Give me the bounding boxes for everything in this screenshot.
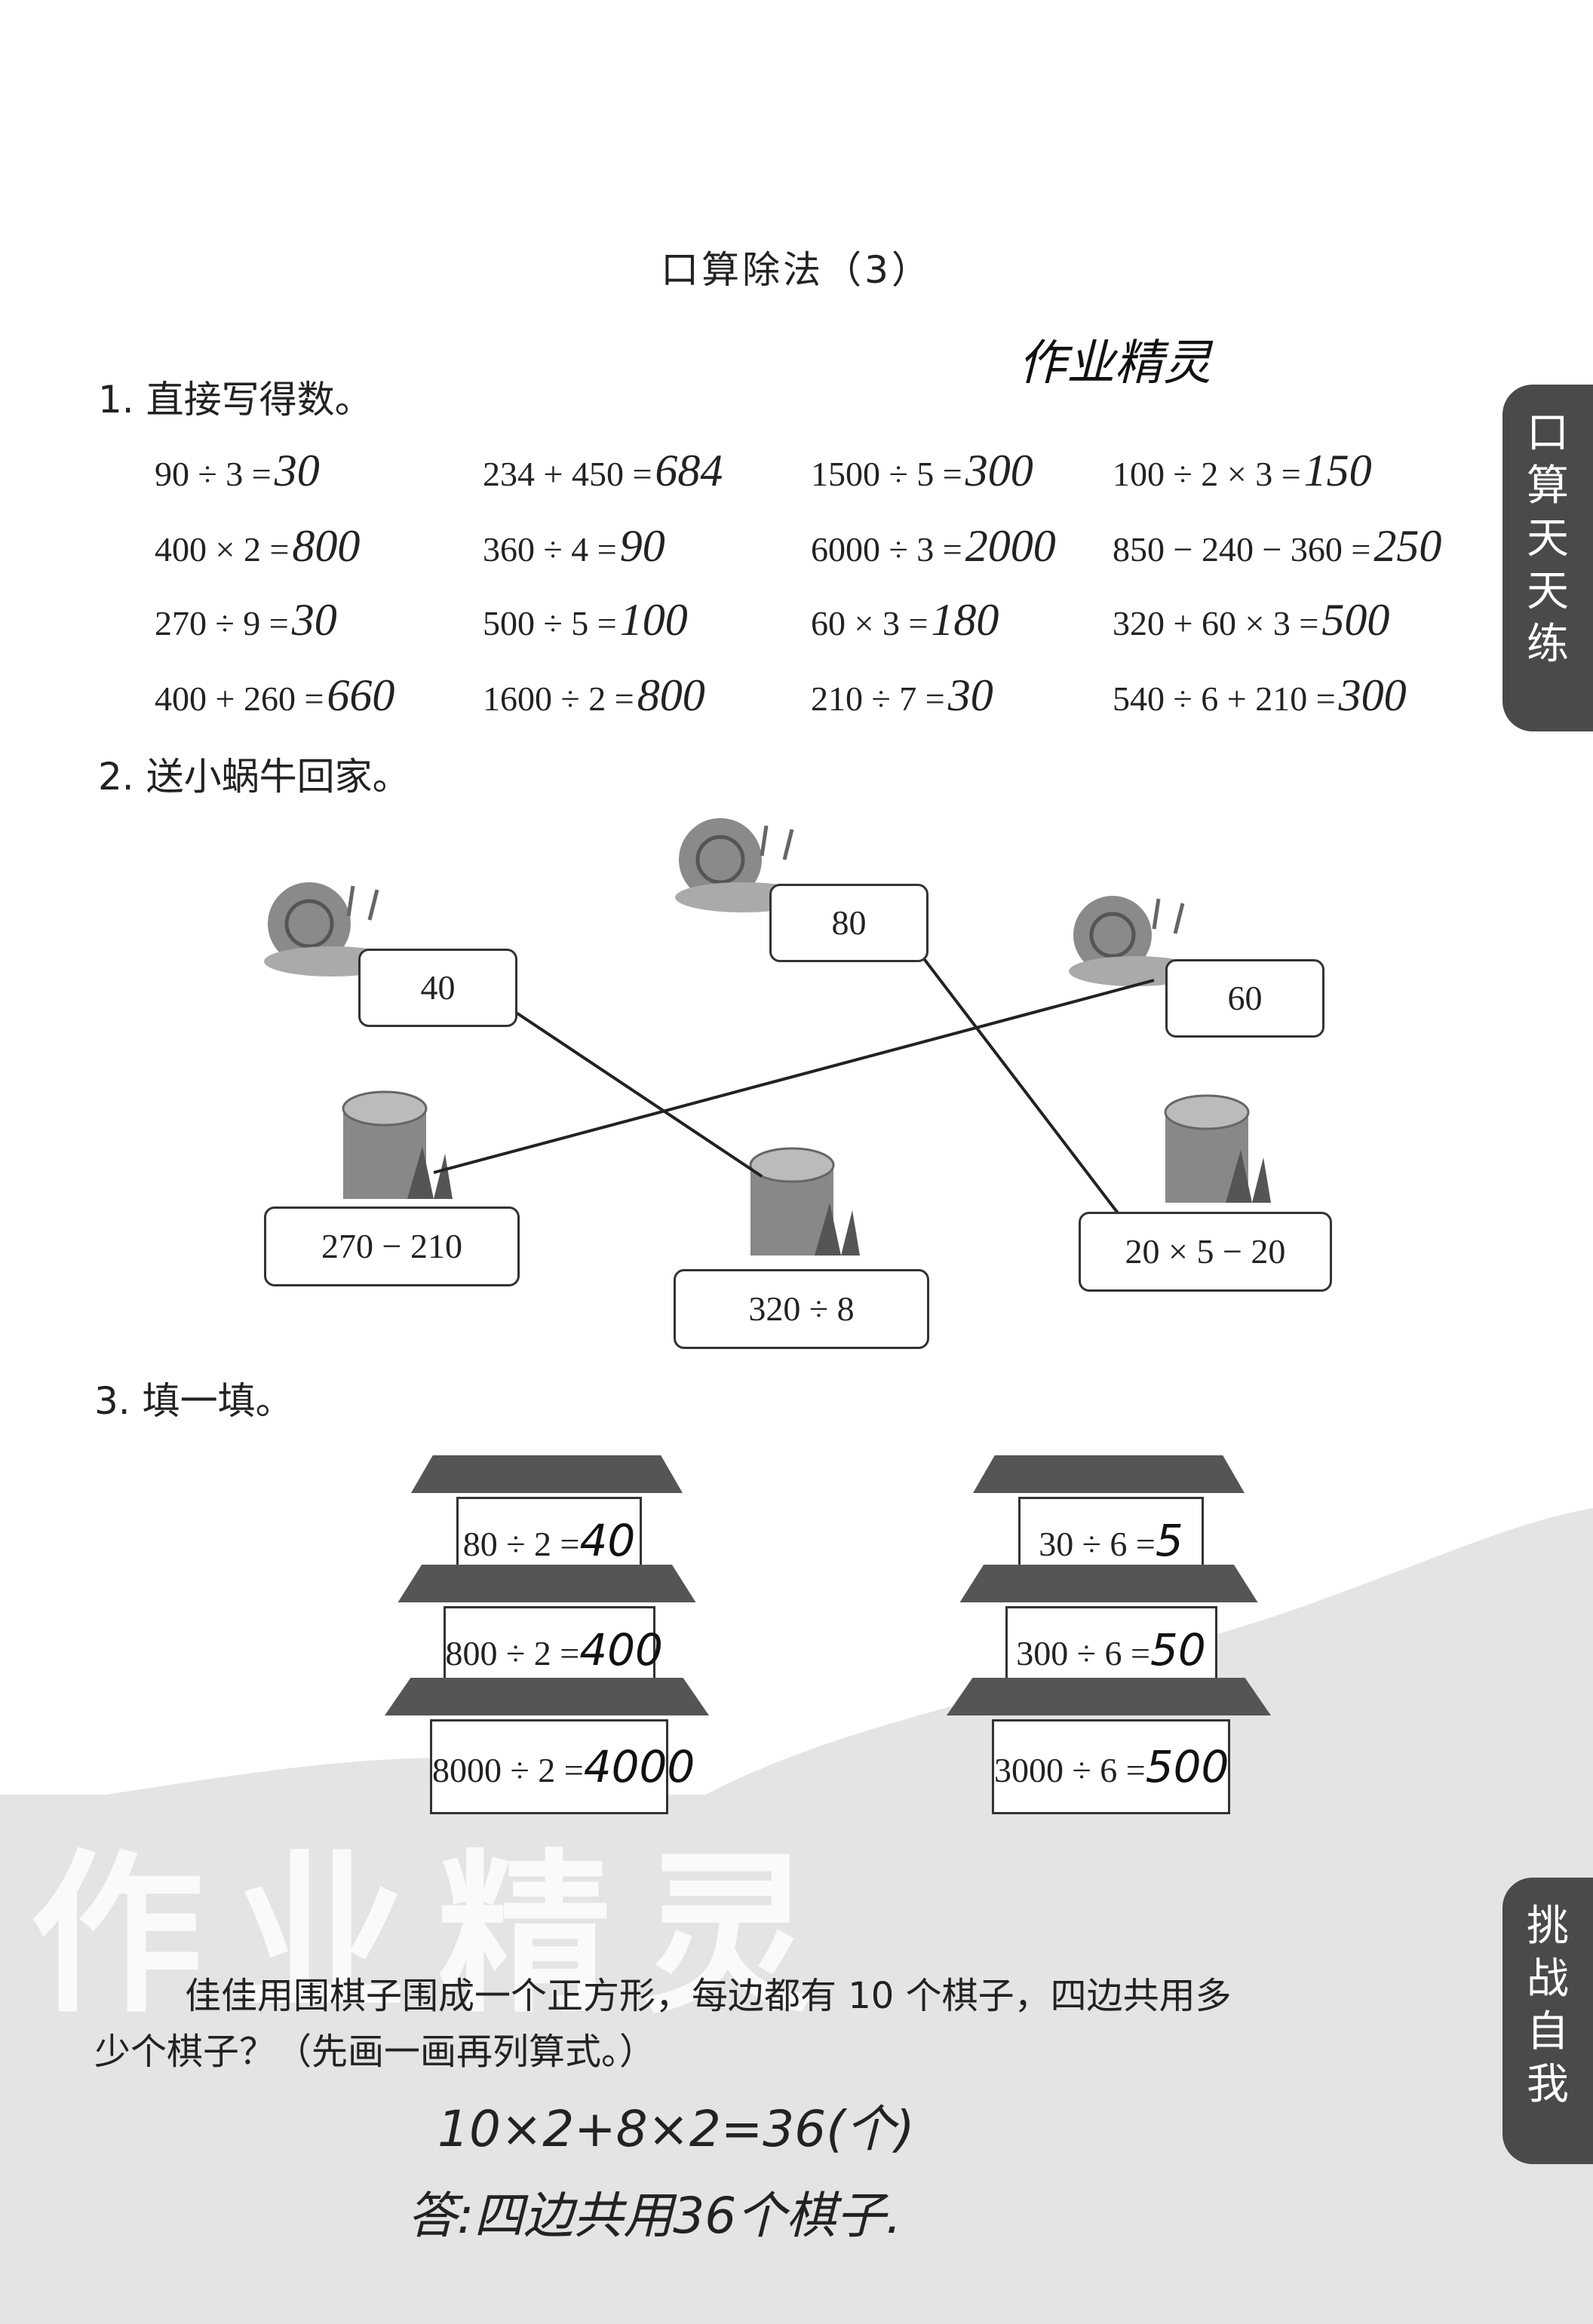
equation-answer: 5 — [1155, 1515, 1183, 1566]
equation-question: 3000 ÷ 6 = — [994, 1751, 1146, 1789]
equation-answer: 684 — [655, 446, 723, 495]
equation-question: 400 × 2 = — [155, 530, 290, 569]
equation-question: 210 ÷ 7 = — [811, 679, 945, 718]
equation-answer: 660 — [327, 670, 395, 720]
equation: 320 + 60 × 3 =500 — [1113, 594, 1389, 646]
equation: 1600 ÷ 2 =800 — [483, 670, 705, 722]
answer-statement: 答:四边共用36个棋子. — [407, 2187, 902, 2245]
equation-answer: 500 — [1145, 1741, 1229, 1792]
equation-answer: 30 — [291, 595, 337, 645]
section-3-heading: 3. 填一填。 — [94, 1379, 293, 1423]
equation: 60 × 3 =180 — [811, 594, 999, 646]
equation-answer: 500 — [1321, 595, 1390, 645]
equation: 850 − 240 − 360 =250 — [1113, 520, 1441, 572]
stump-icon — [1164, 1094, 1271, 1203]
handwritten-brand: 作业精灵 — [1018, 336, 1211, 391]
side-tab-challenge: 挑战自我 — [1502, 1878, 1593, 2164]
equation: 400 + 260 =660 — [155, 670, 394, 722]
equation-question: 500 ÷ 5 = — [483, 604, 617, 642]
equation-answer: 40 — [579, 1515, 636, 1566]
side-tab-label: 挑战自我 — [1527, 1902, 1569, 2109]
pagoda-roof — [397, 1565, 696, 1602]
equation: 270 ÷ 9 =30 — [155, 594, 337, 646]
equation: 234 + 450 =684 — [483, 445, 723, 497]
equation-question: 90 ÷ 3 = — [155, 455, 272, 493]
match-line — [433, 979, 1155, 1174]
equation-question: 6000 ÷ 3 = — [811, 530, 962, 569]
equation-question: 400 + 260 = — [155, 679, 324, 718]
challenge-line: 少个棋子？（先画一画再列算式。） — [94, 2031, 656, 2073]
pagoda-roof — [947, 1678, 1271, 1715]
equation: 1500 ÷ 5 =300 — [811, 445, 1033, 497]
equation-answer: 50 — [1149, 1624, 1206, 1676]
equation-question: 360 ÷ 4 = — [483, 530, 617, 569]
equation-answer: 30 — [947, 670, 993, 720]
equation-question: 30 ÷ 6 = — [1039, 1525, 1156, 1563]
equation-answer: 800 — [292, 521, 361, 571]
equation-question: 540 ÷ 6 + 210 = — [1113, 679, 1336, 718]
equation: 540 ÷ 6 + 210 =300 — [1113, 670, 1407, 722]
equation-question: 60 × 3 = — [811, 604, 928, 642]
pagoda-roof — [973, 1455, 1245, 1493]
match-line — [511, 1009, 763, 1178]
equation: 500 ÷ 5 =100 — [483, 594, 688, 646]
section-2-heading: 2. 送小蜗牛回家。 — [98, 755, 410, 799]
equation: 210 ÷ 7 =30 — [811, 670, 993, 722]
pagoda-roof — [959, 1565, 1258, 1602]
snail-label-box: 80 — [769, 884, 928, 962]
snail-label-box: 60 — [1165, 959, 1324, 1038]
equation: 6000 ÷ 3 =2000 — [811, 520, 1056, 572]
equation-answer: 300 — [965, 446, 1033, 495]
house-label-box: 270 − 210 — [264, 1206, 520, 1286]
snail-label-box: 40 — [358, 949, 517, 1027]
equation-question: 1500 ÷ 5 = — [811, 455, 962, 493]
equation: 360 ÷ 4 =90 — [483, 520, 665, 572]
equation-question: 80 ÷ 2 = — [462, 1525, 580, 1563]
equation-answer: 250 — [1374, 521, 1442, 571]
equation: 90 ÷ 3 =30 — [155, 445, 320, 497]
pagoda-floor: 3000 ÷ 6 =500 — [992, 1719, 1230, 1814]
equation-answer: 800 — [637, 670, 705, 720]
equation-answer: 2000 — [965, 521, 1056, 571]
challenge-line: 佳佳用围棋子围成一个正方形，每边都有 10 个棋子，四边共用多 — [185, 1975, 1232, 2017]
equation-question: 300 ÷ 6 = — [1016, 1634, 1150, 1672]
equation-question: 100 ÷ 2 × 3 = — [1113, 455, 1301, 493]
equation-answer: 150 — [1303, 446, 1372, 495]
equation-answer: 90 — [619, 521, 665, 571]
equation-answer: 100 — [619, 595, 688, 645]
equation-question: 850 − 240 − 360 = — [1113, 530, 1371, 569]
stump-icon — [342, 1090, 453, 1199]
equation: 100 ÷ 2 × 3 =150 — [1113, 445, 1372, 497]
watermark: 作业精灵 — [30, 1835, 845, 2037]
section-1-heading: 1. 直接写得数。 — [98, 378, 373, 422]
match-line — [919, 952, 1152, 1257]
answer-calculation: 10×2+8×2=36(个) — [437, 2100, 915, 2158]
house-label-box: 20 × 5 − 20 — [1079, 1212, 1332, 1292]
equation-question: 270 ÷ 9 = — [155, 604, 289, 642]
equation-answer: 30 — [274, 446, 320, 495]
challenge-question: 佳佳用围棋子围成一个正方形，每边都有 10 个棋子，四边共用多 少个棋子？（先画… — [94, 1968, 1482, 2080]
lower-gray-background — [0, 1795, 1593, 2324]
pagoda-floor: 8000 ÷ 2 =4000 — [430, 1719, 695, 1814]
side-tab-label: 口算天天练 — [1527, 409, 1569, 669]
equation-answer: 180 — [931, 595, 999, 645]
equation-answer: 400 — [579, 1624, 663, 1676]
side-tab-daily-practice: 口算天天练 — [1502, 385, 1593, 731]
equation-question: 1600 ÷ 2 = — [483, 679, 634, 718]
page-title: 口算除法（3） — [661, 248, 932, 292]
equation-question: 234 + 450 = — [483, 455, 652, 493]
equation-question: 320 + 60 × 3 = — [1113, 604, 1319, 642]
equation-answer: 4000 — [583, 1741, 695, 1792]
stump-icon — [749, 1147, 860, 1256]
equation-answer: 300 — [1338, 670, 1407, 720]
equation-question: 8000 ÷ 2 = — [432, 1751, 584, 1789]
equation: 400 × 2 =800 — [155, 520, 360, 572]
pagoda-roof — [385, 1678, 709, 1715]
equation-question: 800 ÷ 2 = — [445, 1634, 580, 1672]
house-label-box: 320 ÷ 8 — [674, 1269, 929, 1349]
pagoda-roof — [411, 1455, 683, 1493]
